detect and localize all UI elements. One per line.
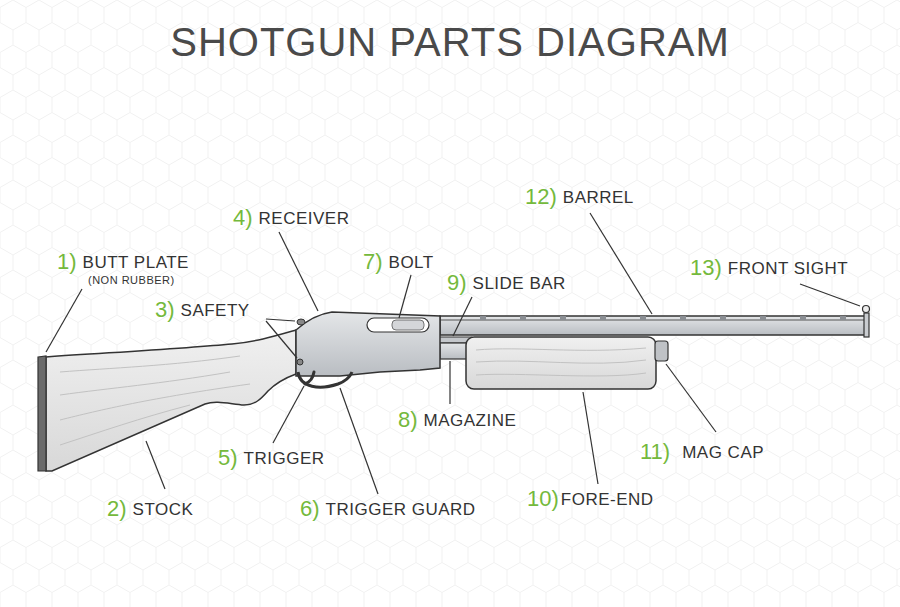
barrel-shape <box>440 316 868 335</box>
part-name: RECEIVER <box>259 209 350 229</box>
grain-line <box>476 373 646 376</box>
leader-line <box>800 284 860 306</box>
grain-line <box>60 372 230 395</box>
wood-grain <box>476 348 646 376</box>
part-name: BUTT PLATE <box>83 253 189 273</box>
crossbolt-safety <box>297 359 303 365</box>
top-safety <box>297 319 305 325</box>
rib-post <box>800 316 806 320</box>
callout-number: 6) <box>300 496 320 521</box>
part-name: FORE-END <box>561 490 654 510</box>
receiver-shape <box>296 312 440 376</box>
part-name: TRIGGER GUARD <box>326 500 476 520</box>
part-name: BARREL <box>563 188 634 208</box>
fore-end-shape <box>466 337 656 389</box>
leader-line <box>273 386 304 443</box>
rib-post <box>600 316 606 320</box>
grain-line <box>476 360 646 363</box>
leader-line <box>146 441 165 489</box>
part-name: SAFETY <box>181 301 250 321</box>
callout-number: 2) <box>107 496 127 521</box>
rib-post <box>720 316 726 320</box>
diagram-title: SHOTGUN PARTS DIAGRAM <box>0 20 900 64</box>
rib-post <box>760 316 766 320</box>
rib-post <box>560 316 566 320</box>
leader-line <box>340 388 378 494</box>
part-name: FRONT SIGHT <box>728 259 848 279</box>
leader-line <box>453 297 472 336</box>
callout-number: 1) <box>57 249 77 274</box>
leader-line <box>666 364 716 432</box>
part-note: (NON RUBBER) <box>88 274 175 287</box>
callout-number: 7) <box>363 249 383 274</box>
callout-number: 12) <box>525 184 557 209</box>
wood-grain <box>60 356 250 445</box>
grain-line <box>476 348 646 350</box>
mag-cap-shape <box>655 341 668 361</box>
grain-line <box>60 356 240 372</box>
leader-line <box>266 319 295 321</box>
part-name: SLIDE BAR <box>473 274 566 294</box>
bolt-shape <box>392 320 424 330</box>
rib-post <box>680 316 686 320</box>
callout-number: 4) <box>233 205 253 230</box>
leader-lines <box>46 213 860 494</box>
callout-number: 5) <box>218 445 238 470</box>
leader-line <box>399 275 411 318</box>
front-sight-bead <box>863 306 870 313</box>
callout-number: 8) <box>398 407 418 432</box>
callout-number: 11) <box>640 439 670 464</box>
leader-line <box>279 232 318 311</box>
leader-line <box>449 361 450 404</box>
leader-line <box>590 213 652 314</box>
rib-post <box>640 316 646 320</box>
rib-post <box>480 316 486 320</box>
rib-post <box>840 316 846 320</box>
grain-line <box>60 405 190 445</box>
ejection-port <box>367 318 429 332</box>
butt-plate-shape <box>38 356 46 471</box>
rib-post <box>520 316 526 320</box>
rib-posts <box>480 316 846 320</box>
part-name: STOCK <box>133 500 194 520</box>
callout-number: 3) <box>155 297 175 322</box>
callout-number: 10) <box>527 486 559 511</box>
part-name: TRIGGER <box>244 449 325 469</box>
leader-line <box>266 321 297 358</box>
trigger-guard-shape <box>298 372 352 387</box>
part-name: BOLT <box>389 253 434 273</box>
callout-number: 13) <box>690 255 722 280</box>
part-name: MAG CAP <box>682 443 764 463</box>
leader-line <box>583 392 598 484</box>
part-name: MAGAZINE <box>424 411 517 431</box>
leader-line <box>46 289 82 352</box>
trigger-shape <box>305 372 314 384</box>
muzzle <box>864 313 869 337</box>
callout-number: 9) <box>447 270 467 295</box>
